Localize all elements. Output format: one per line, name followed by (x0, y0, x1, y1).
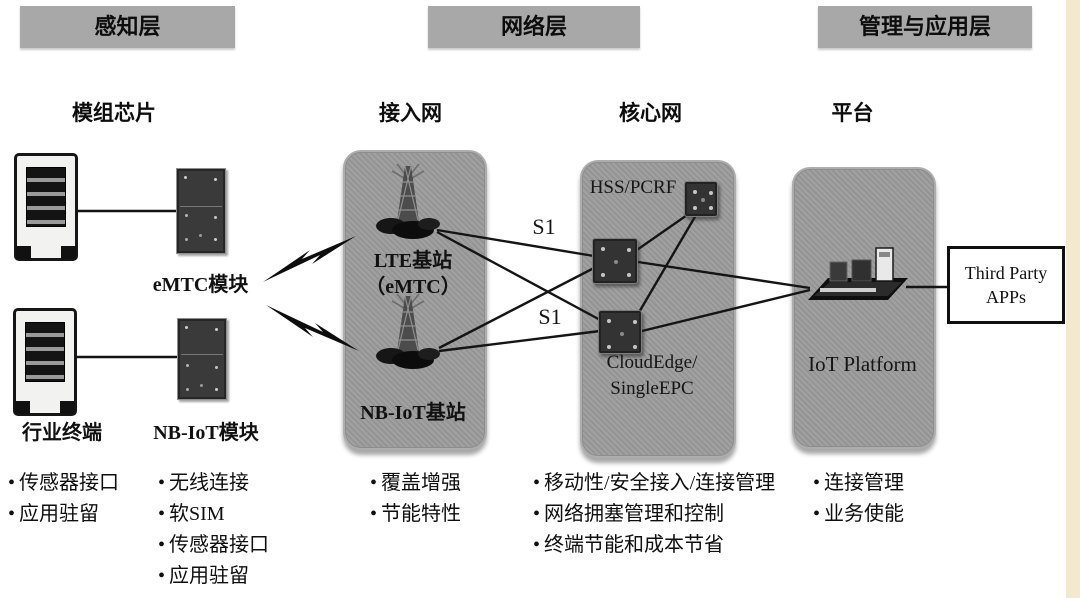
module-features-list: •无线连接•软SIM•传感器接口•应用驻留 (158, 468, 269, 592)
feature-item: •传感器接口 (158, 530, 269, 561)
bullet-icon: • (8, 503, 16, 525)
feature-item: •应用驻留 (158, 561, 269, 592)
bullet-icon: • (813, 503, 821, 525)
column-title-module-chip: 模组芯片 (72, 101, 156, 125)
iot-platform-label: IoT Platform (808, 352, 917, 376)
feature-text: 移动性/安全接入/连接管理 (544, 472, 776, 494)
bullet-icon: • (533, 472, 541, 494)
platform-features-list: •连接管理•业务使能 (813, 468, 904, 530)
hss-pcrf-chip-icon (684, 181, 718, 217)
terminal-features-list: •传感器接口•应用驻留 (8, 468, 119, 530)
feature-item: •覆盖增强 (370, 468, 461, 499)
access-features-list: •覆盖增强•节能特性 (370, 468, 461, 530)
iot-platform-server-icon (808, 247, 908, 300)
feature-item: •应用驻留 (8, 499, 119, 530)
lte-base-station-label-line1: LTE基站 (373, 250, 453, 272)
feature-text: 软SIM (169, 503, 225, 525)
platform-panel (792, 167, 936, 449)
bullet-icon: • (370, 472, 378, 494)
feature-item: •连接管理 (813, 468, 904, 499)
bullet-icon: • (813, 472, 821, 494)
third-party-apps-line2: APPs (985, 287, 1027, 307)
cloudedge-singleepc-label: CloudEdge/ SingleEPC (596, 350, 708, 402)
feature-item: •终端节能和成本节省 (533, 530, 775, 561)
bullet-icon: • (533, 534, 541, 556)
nbiot-base-station-icon (376, 293, 440, 369)
feature-item: •网络拥塞管理和控制 (533, 499, 775, 530)
feature-item: •移动性/安全接入/连接管理 (533, 468, 775, 499)
feature-item: •传感器接口 (8, 468, 119, 499)
feature-text: 节能特性 (381, 503, 462, 525)
emtc-module-label: eMTC模块 (152, 274, 249, 296)
lte-base-station-label: LTE基站 （eMTC） (348, 248, 478, 300)
third-party-apps-line1: Third Party (964, 263, 1048, 283)
feature-text: 应用驻留 (169, 565, 250, 587)
feature-item: •无线连接 (158, 468, 269, 499)
hss-pcrf-label: HSS/PCRF (589, 177, 677, 198)
bullet-icon: • (158, 472, 166, 494)
emtc-module-icon (176, 168, 226, 254)
meter-screen (26, 167, 66, 227)
core-features-list: •移动性/安全接入/连接管理•网络拥塞管理和控制•终端节能和成本节省 (533, 468, 775, 561)
core-gateway-chip-icon-upper (592, 238, 638, 284)
feature-text: 传感器接口 (169, 534, 270, 556)
feature-item: •软SIM (158, 499, 269, 530)
lte-base-station-label-line2: （eMTC） (365, 276, 461, 298)
third-party-apps-box: Third Party APPs (947, 246, 1065, 324)
feature-text: 应用驻留 (19, 503, 100, 525)
column-title-core-network: 核心网 (619, 101, 682, 125)
module-pins (184, 176, 187, 179)
bullet-icon: • (533, 503, 541, 525)
feature-text: 传感器接口 (19, 472, 120, 494)
nbiot-module-label: NB-IoT模块 (153, 422, 259, 444)
nbiot-module-icon (177, 318, 227, 400)
feature-text: 终端节能和成本节省 (544, 534, 725, 556)
feature-text: 连接管理 (824, 472, 905, 494)
nbiot-base-station-label: NB-IoT基站 (360, 402, 466, 424)
feature-text: 业务使能 (824, 503, 905, 525)
column-title-platform: 平台 (831, 101, 874, 125)
layer-header-network: 网络层 (428, 6, 640, 48)
core-gateway-chip-icon-lower (598, 310, 642, 354)
feature-text: 覆盖增强 (381, 472, 462, 494)
page-edge-strip (1066, 0, 1080, 598)
feature-text: 无线连接 (169, 472, 250, 494)
s1-link-label-upper: S1 (532, 214, 556, 239)
layer-header-perception: 感知层 (20, 6, 235, 48)
module-pins (185, 326, 188, 329)
layer-header-management: 管理与应用层 (818, 6, 1032, 48)
feature-item: •节能特性 (370, 499, 461, 530)
cloudedge-label-line1: CloudEdge/ (606, 352, 698, 373)
meter-screen (25, 322, 65, 382)
industry-terminal-label: 行业终端 (22, 422, 102, 444)
industry-terminal-icon-bottom (13, 308, 77, 416)
bullet-icon: • (158, 565, 166, 587)
s1-link-label-lower: S1 (538, 304, 562, 329)
lte-base-station-icon (376, 163, 440, 239)
feature-item: •业务使能 (813, 499, 904, 530)
bullet-icon: • (370, 503, 378, 525)
bullet-icon: • (158, 503, 166, 525)
bullet-icon: • (8, 472, 16, 494)
industry-terminal-icon-top (14, 153, 78, 261)
cloudedge-label-line2: SingleEPC (610, 378, 694, 399)
column-title-access-network: 接入网 (379, 101, 442, 125)
feature-text: 网络拥塞管理和控制 (544, 503, 725, 525)
bullet-icon: • (158, 534, 166, 556)
